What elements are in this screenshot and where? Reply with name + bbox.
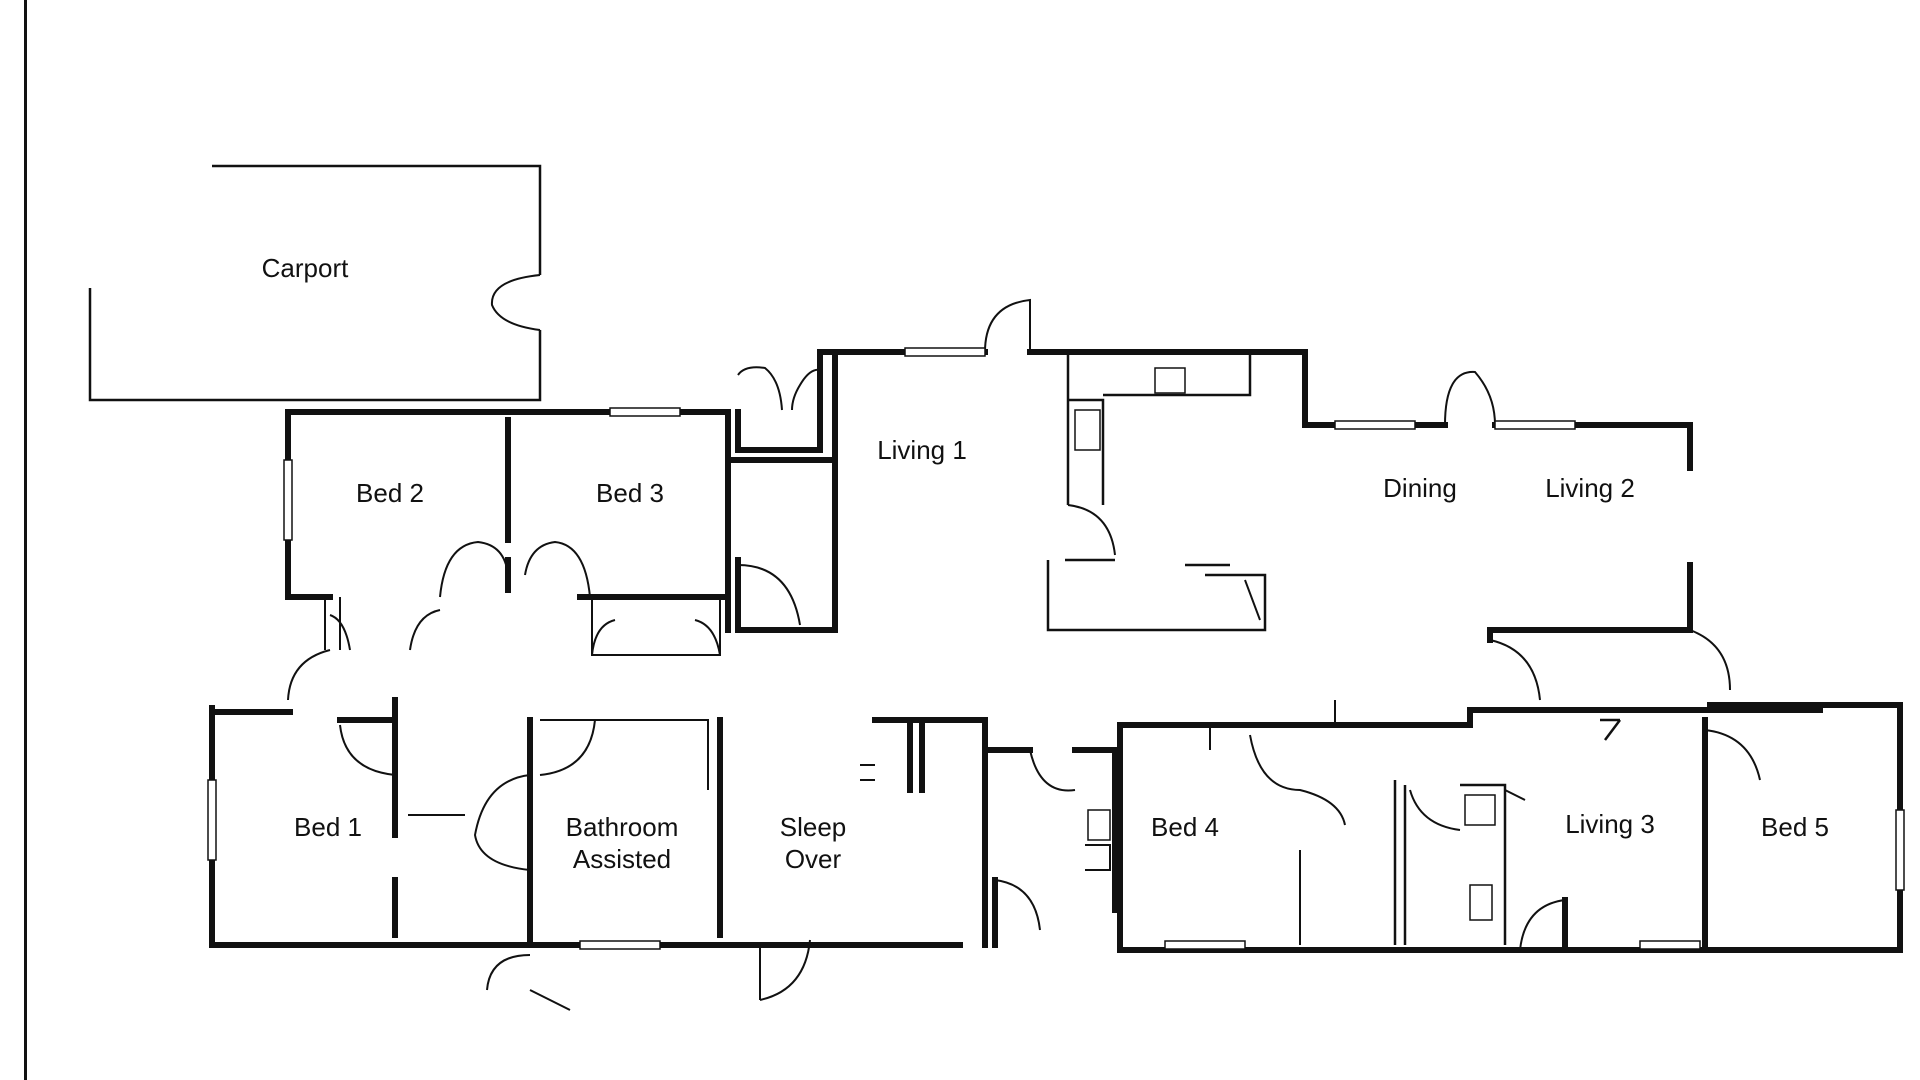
bed2-bed3-walls — [283, 407, 731, 701]
label-bed3: Bed 3 — [596, 478, 664, 508]
kitchen-cooktop — [1074, 409, 1101, 451]
lower-east-walls — [1117, 700, 1905, 953]
label-living2: Living 2 — [1545, 473, 1635, 503]
window-living3 — [1639, 940, 1701, 950]
room-labels: Carport Bed 2 Bed 3 Living 1 Dining Livi… — [262, 253, 1829, 874]
label-sleepover-line2: Over — [785, 844, 842, 874]
living-dining-walls — [822, 298, 1731, 701]
window-living1 — [904, 347, 986, 357]
label-bed5: Bed 5 — [1761, 812, 1829, 842]
window-bathroom — [579, 940, 661, 950]
label-dining: Dining — [1383, 473, 1457, 503]
label-bed2: Bed 2 — [356, 478, 424, 508]
carport-outline — [88, 164, 542, 402]
window-bed1 — [207, 779, 217, 861]
window-bed3 — [609, 407, 681, 417]
window-bed2 — [283, 459, 293, 541]
entry-walls — [725, 349, 838, 633]
label-bathroom-line2: Assisted — [573, 844, 671, 874]
corridor-walls — [982, 747, 1118, 948]
window-dining — [1334, 420, 1416, 430]
label-living3: Living 3 — [1565, 809, 1655, 839]
window-bed5 — [1895, 809, 1905, 891]
label-bathroom-line1: Bathroom — [566, 812, 679, 842]
laundry-unit — [1087, 809, 1111, 841]
page-border-left — [24, 0, 27, 1080]
label-bed4: Bed 4 — [1151, 812, 1219, 842]
kitchen-sink — [1154, 367, 1186, 394]
label-carport: Carport — [262, 253, 349, 283]
label-bed1: Bed 1 — [294, 812, 362, 842]
label-living1: Living 1 — [877, 435, 967, 465]
window-living2 — [1494, 420, 1576, 430]
ensuite-wc — [1469, 884, 1493, 921]
ensuite-basin — [1464, 794, 1496, 826]
lower-west-walls — [207, 697, 988, 1011]
window-bed4 — [1164, 940, 1246, 950]
label-sleepover-line1: Sleep — [780, 812, 847, 842]
